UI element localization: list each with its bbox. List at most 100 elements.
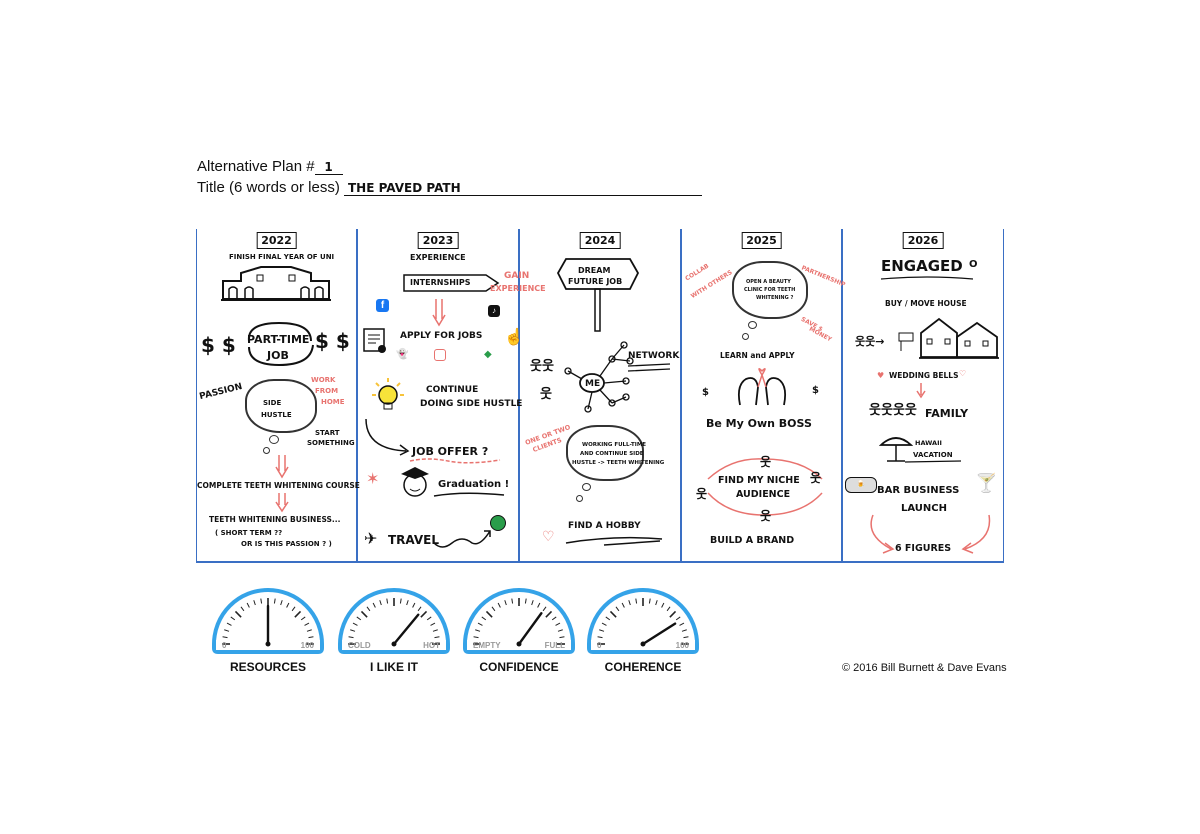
gauge-tick — [372, 602, 376, 608]
gauge-tick — [601, 622, 607, 626]
gauge-tick — [399, 598, 402, 604]
lightbulb-icon — [372, 378, 404, 410]
two-heads-icon — [737, 368, 787, 406]
boss-text: Be My Own BOSS — [706, 417, 812, 430]
gauge-tick — [628, 600, 631, 606]
hawaii-text: HAWAII — [915, 439, 942, 447]
confidence-gauge: EMPTY FULL — [463, 588, 575, 654]
gauge-tick — [683, 636, 689, 639]
open-text-2: CLINIC FOR TEETH — [744, 287, 796, 293]
timeline-column-2022: 2022 FINISH FINAL YEAR OF UNI $ $ $ $ PA… — [197, 229, 360, 561]
travel-path-arrow — [433, 530, 491, 548]
gauge-tick — [666, 606, 671, 612]
job-offer-text: JOB OFFER ? — [412, 445, 489, 458]
gauge-tick — [379, 600, 382, 606]
beer-mugs-icon: 🍺 — [845, 477, 877, 493]
year-label: 2023 — [417, 232, 459, 249]
buy-house-text: BUY / MOVE HOUSE — [885, 299, 967, 308]
thought-dot — [269, 435, 279, 444]
start-text: START — [315, 429, 340, 437]
gauge-tick — [524, 598, 527, 604]
down-arrow-icon — [275, 455, 289, 479]
gauge-tick — [426, 616, 432, 621]
gauge-needle — [641, 622, 677, 646]
gauge-tick — [260, 598, 263, 604]
short-term-text: ( SHORT TERM ?? — [215, 529, 283, 537]
gauge-tick — [531, 600, 534, 606]
person-icon: 웃 — [540, 387, 552, 402]
dollar-icon: $ — [812, 385, 819, 396]
snapchat-icon: 👻 — [396, 349, 409, 360]
gauge-tick — [366, 606, 371, 612]
family-text: FAMILY — [925, 407, 969, 420]
pink-underline — [409, 458, 501, 464]
working-text-3: HUSTLE -> TEETH WHITENING — [572, 460, 665, 466]
beauty-clinic-cloud — [732, 261, 808, 319]
cocktail-icon: 🍸 — [975, 473, 998, 494]
experience-text: EXPERIENCE — [410, 253, 466, 262]
gauge-frame — [463, 588, 575, 654]
people-icon: 웃웃 — [530, 359, 554, 374]
gauge-tick — [222, 636, 228, 639]
gauge-left-text: EMPTY — [473, 641, 501, 650]
gauge-tick — [559, 636, 565, 639]
side-text: SIDE — [263, 399, 282, 407]
gauge-tick — [542, 606, 547, 612]
home-text: HOME — [321, 398, 345, 406]
thought-dot — [748, 321, 757, 329]
gauge-tick — [234, 610, 242, 618]
dollar-icon: $ — [702, 387, 709, 398]
copyright-text: © 2016 Bill Burnett & Dave Evans — [842, 662, 1007, 674]
pointer-hand-icon: ☝ — [504, 329, 524, 346]
engaged-underline — [880, 276, 974, 280]
future-job-text: FUTURE JOB — [568, 277, 623, 286]
gauge-frame — [338, 588, 450, 654]
person-icon: 웃 — [760, 509, 772, 523]
down-arrow-icon — [275, 493, 289, 513]
houses-icon — [919, 317, 999, 359]
gauge-tick — [648, 598, 651, 604]
business-text: TEETH WHITENING BUSINESS... — [209, 515, 341, 524]
person-icon: 웃 — [696, 487, 708, 501]
gauge-right-text: 100 — [676, 641, 690, 650]
working-cloud — [566, 425, 644, 481]
couple-icon: 웃웃→ — [855, 335, 885, 348]
gauge-hub — [265, 641, 271, 647]
gauge-left-text: COLD — [348, 641, 371, 650]
gauge-tick — [545, 610, 553, 618]
gauge-tick — [511, 598, 514, 604]
timeline-panel-bottom — [196, 561, 1004, 563]
gauge-tick — [286, 602, 290, 608]
thought-dot — [582, 483, 591, 491]
gauge-tick — [475, 629, 481, 632]
thought-dot — [576, 495, 583, 502]
gauge-right-text: HOT — [423, 641, 440, 650]
gauge-left-text: 0 — [597, 641, 602, 650]
gauge-tick — [661, 602, 665, 608]
bar-business-text: BAR BUSINESS — [877, 485, 960, 496]
something-text: SOMETHING — [307, 439, 355, 447]
ring-icon: o — [969, 259, 978, 270]
gauge-tick — [306, 629, 312, 632]
gauge-left-text: 0 — [222, 641, 227, 650]
gauge-tick — [669, 610, 677, 618]
graduate-face-icon — [401, 467, 429, 497]
coherence-label: COHERENCE — [604, 660, 682, 674]
six-figures-arrows — [870, 514, 991, 554]
gain-text: GAIN — [504, 271, 530, 281]
gauge-tick — [304, 622, 310, 626]
gauge-right-text: FULL — [545, 641, 566, 650]
course-text: COMPLETE TEETH WHITENING COURSE — [197, 481, 360, 490]
continue-text: CONTINUE — [426, 385, 479, 395]
instagram-icon — [434, 349, 446, 361]
beach-umbrella-icon — [879, 437, 913, 462]
gauge-tick — [477, 622, 483, 626]
network-text: NETWORK — [628, 351, 680, 361]
gauge-hub — [391, 641, 397, 647]
open-text-1: OPEN A BEAUTY — [746, 279, 791, 285]
job-text: JOB — [267, 349, 289, 362]
network-underline — [627, 363, 671, 372]
internships-arrow-box — [403, 274, 500, 292]
niche-circle-arrows — [707, 458, 823, 516]
university-building-icon — [221, 266, 331, 301]
